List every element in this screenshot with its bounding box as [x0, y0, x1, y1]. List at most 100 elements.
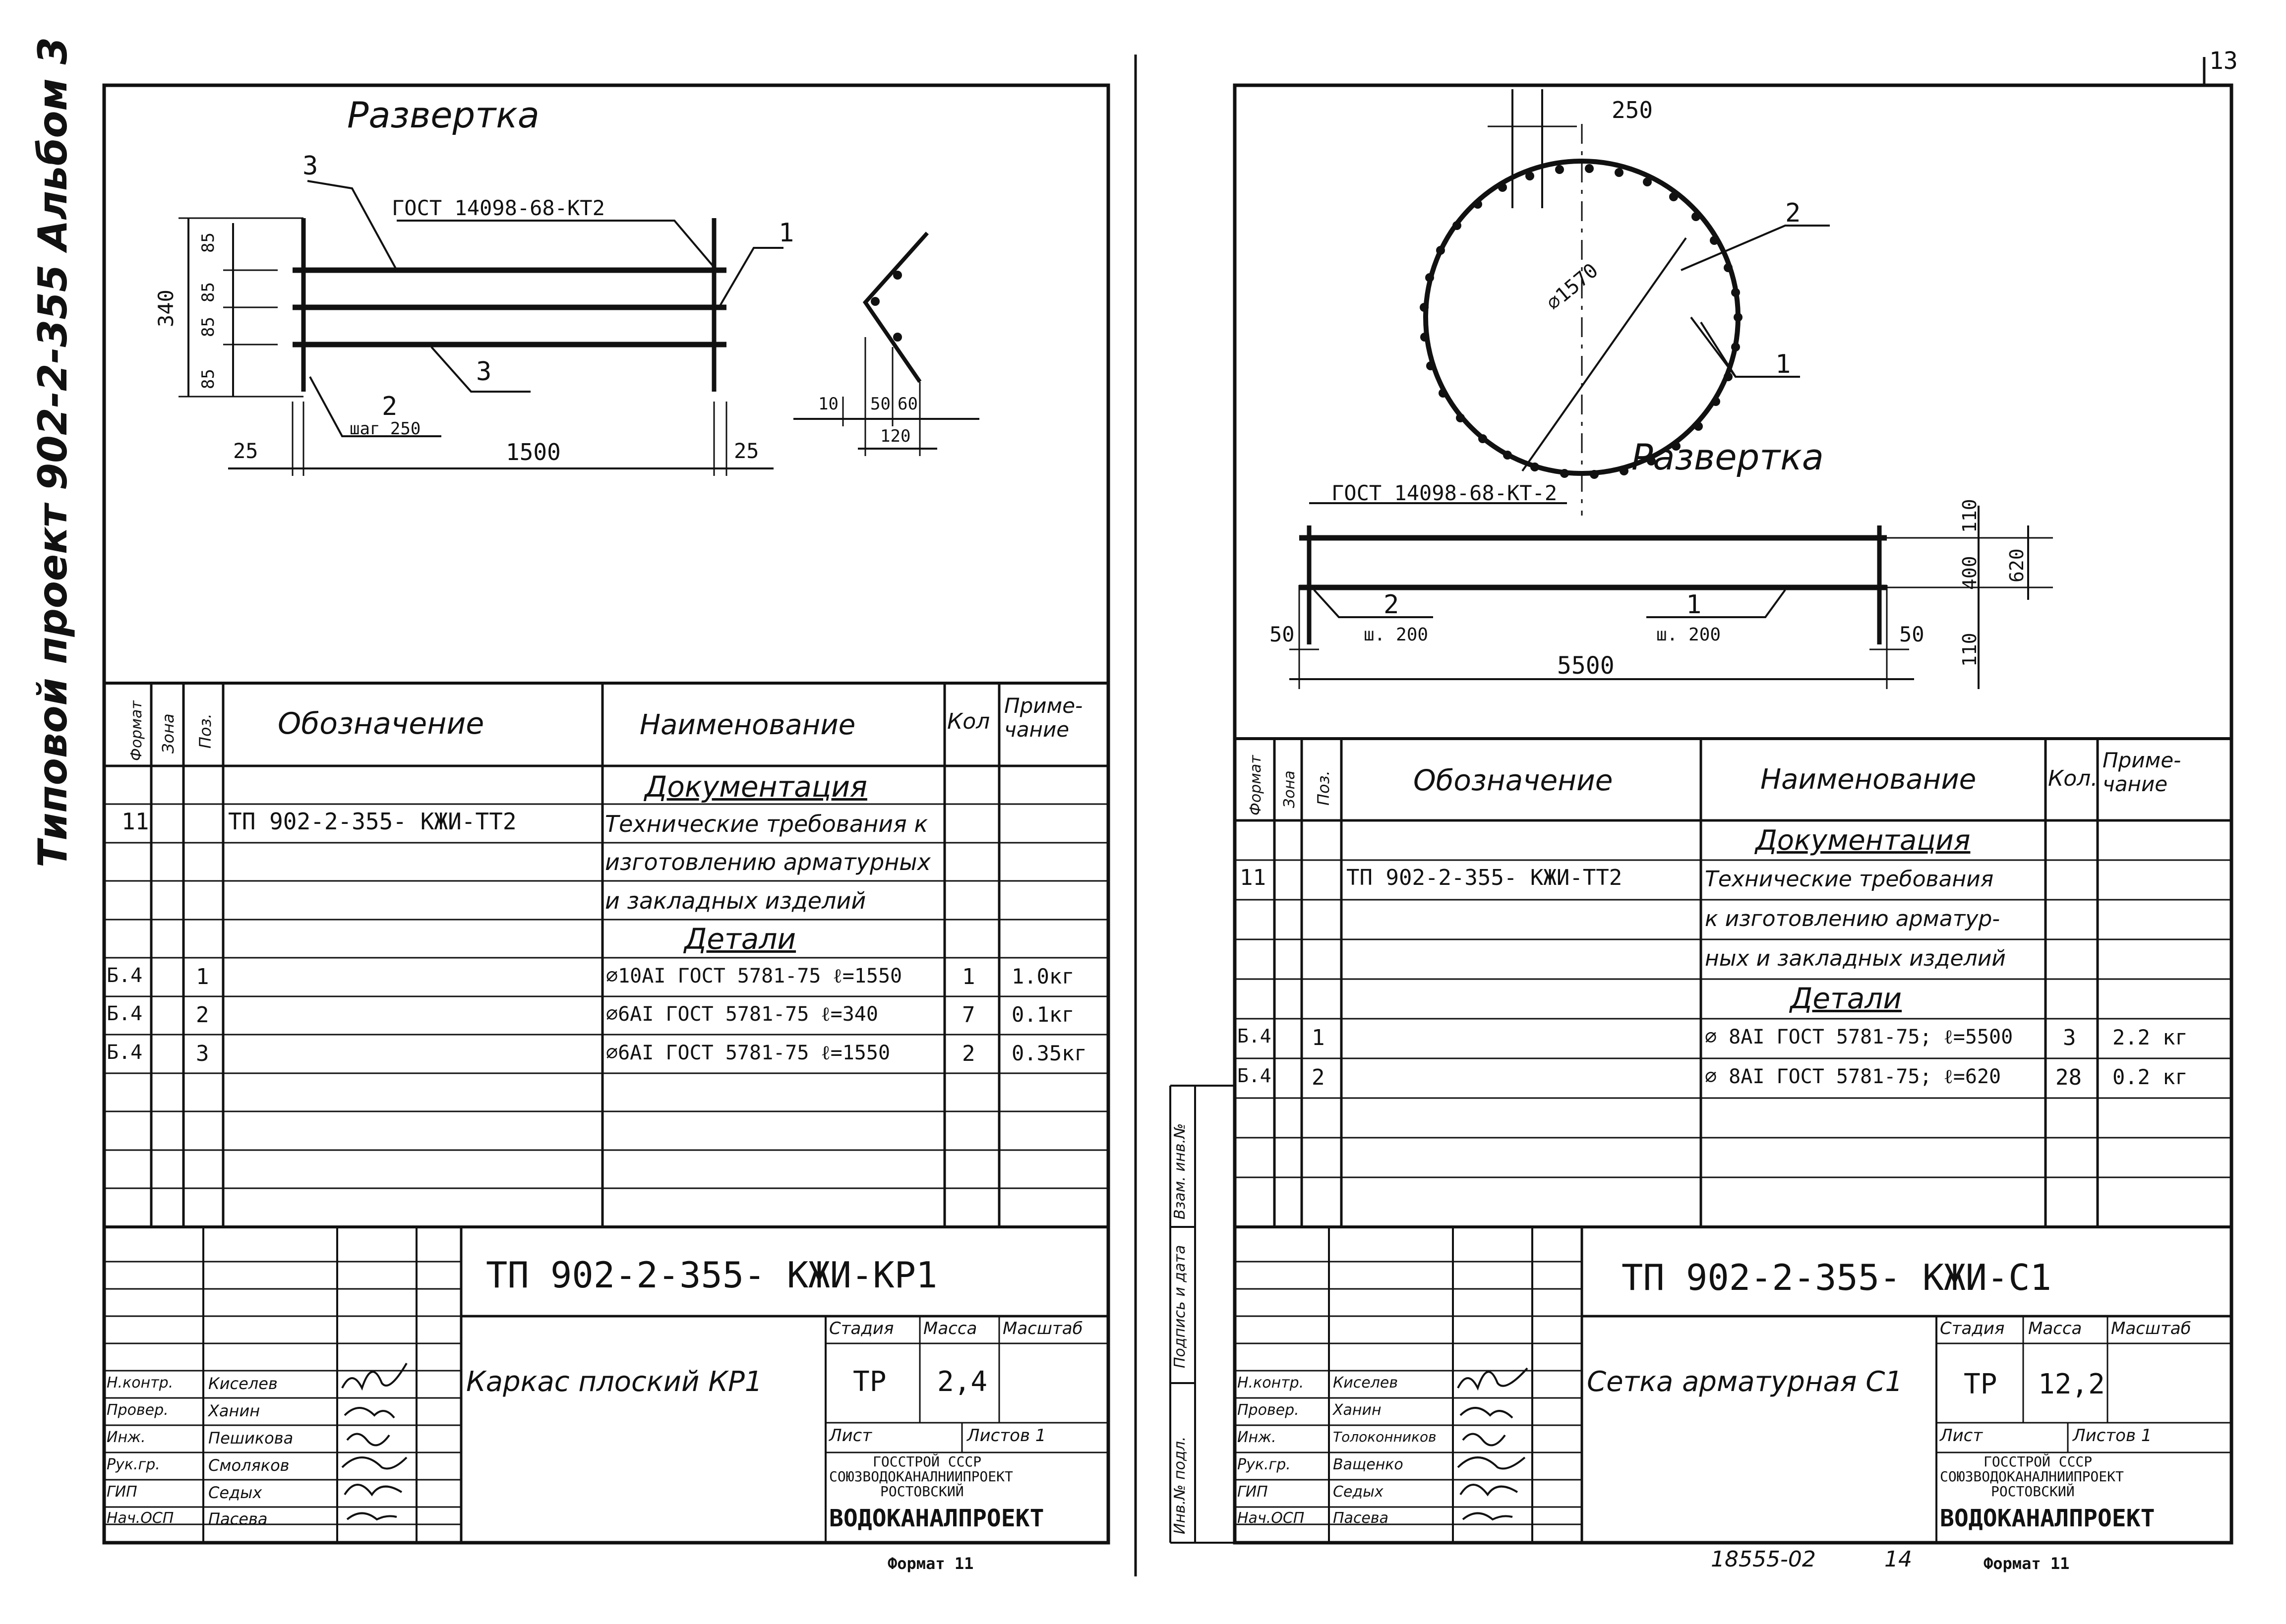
right-footer-page: 14 [1884, 1547, 1912, 1572]
left-pos3a-callout: 3 [302, 151, 318, 181]
right-org-2: СОЮЗВОДОКАНАЛНИИПРОЕКТ [1940, 1468, 2124, 1485]
left-sheet-frame [102, 83, 1110, 1545]
left-person-3: Пешикова [208, 1429, 294, 1448]
left-doc-name-2: изготовлению арматурных [605, 849, 931, 875]
left-detail1-format: Б.4 [107, 964, 143, 987]
right-person-4: Ващенко [1333, 1456, 1403, 1473]
right-sheet-label: Лист [1940, 1426, 1983, 1446]
right-header-format: Формат [1247, 755, 1264, 815]
left-detail2-qty: 7 [962, 1002, 975, 1028]
right-doc-name-2: к изготовлению арматур- [1705, 906, 2000, 931]
right-header-pos: Поз. [1314, 770, 1333, 806]
side-stamp-signature-date: Подпись и дата [1171, 1245, 1189, 1369]
right-spec-table-grid [1235, 737, 2231, 1228]
right-sheets-label: Листов 1 [2073, 1426, 2152, 1446]
right-header-designation: Обозначение [1413, 763, 1613, 797]
right-mesh-drawing [1289, 89, 2053, 689]
left-org-2: СОЮЗВОДОКАНАЛНИИПРОЕКТ [829, 1468, 1013, 1485]
right-detail2-pos: 2 [1312, 1065, 1325, 1090]
right-role-4: Рук.гр. [1237, 1456, 1291, 1473]
right-detail2-note: 0.2 кг [2112, 1065, 2188, 1089]
left-stage-label: Стадия [829, 1319, 894, 1338]
right-doc-code: ТП 902-2-355- КЖИ-С1 [1622, 1257, 2051, 1298]
left-dim-85b: 85 [198, 317, 218, 337]
right-detail1-format: Б.4 [1237, 1025, 1271, 1047]
left-person-2: Ханин [208, 1401, 260, 1420]
left-doc-title: Каркас плоский КР1 [466, 1366, 763, 1398]
left-role-5: ГИП [107, 1483, 137, 1501]
right-person-5: Седых [1333, 1483, 1384, 1501]
right-circle-pos1: 1 [1775, 349, 1791, 379]
left-detail3-note: 0.35кг [1012, 1041, 1087, 1065]
left-mass-label: Масса [923, 1319, 977, 1338]
right-dim-250: 250 [1612, 97, 1653, 123]
left-doc-code: ТП 902-2-355- КЖИ-КР1 [486, 1254, 938, 1296]
right-format-footer: Формат 11 [1984, 1554, 2070, 1573]
right-pos1-callout: 1 [1686, 590, 1702, 620]
right-detail1-qty: 3 [2063, 1025, 2076, 1050]
left-dim-85d: 85 [198, 232, 218, 253]
left-drawing-title: Развертка [347, 94, 540, 136]
left-section-details: Детали [684, 922, 796, 956]
left-dim-120: 120 [880, 426, 911, 446]
right-dim-50-left: 50 [1269, 622, 1295, 646]
right-header-qty: Кол. [2048, 766, 2098, 791]
right-doc-format: 11 [1240, 865, 1266, 890]
right-title-block-grid [1235, 1227, 2231, 1543]
left-header-designation: Обозначение [278, 706, 484, 741]
left-org-4: ВОДОКАНАЛПРОЕКТ [829, 1505, 1044, 1532]
left-detail3-qty: 2 [962, 1041, 975, 1066]
right-person-6: Пасева [1333, 1509, 1388, 1527]
left-header-pos: Поз. [196, 713, 215, 749]
left-dim-60: 60 [898, 394, 918, 414]
left-role-6: Нач.ОСП [107, 1509, 174, 1527]
left-org-1: ГОССТРОЙ СССР [873, 1453, 982, 1470]
right-org-1: ГОССТРОЙ СССР [1984, 1453, 2093, 1470]
right-role-5: ГИП [1237, 1483, 1268, 1501]
side-stamp-replaces: Взам. инв.№ [1171, 1123, 1189, 1219]
right-doc-designation: ТП 902-2-355- КЖИ-ТТ2 [1346, 865, 1623, 890]
left-section-documentation: Документация [645, 770, 867, 804]
left-title-block-grid [104, 1227, 1108, 1543]
right-doc-name-1: Технические требования [1705, 867, 1994, 892]
right-role-2: Провер. [1237, 1401, 1299, 1419]
left-stage-value: ТР [853, 1366, 887, 1398]
left-frame-drawing [179, 180, 979, 476]
left-pos1-callout: 1 [779, 218, 794, 248]
right-header-note: Приме- чание [2103, 748, 2181, 797]
left-dim-25-right: 25 [734, 439, 759, 463]
right-step1: ш. 200 [1656, 625, 1721, 645]
left-detail3-name: ⌀6АI ГОСТ 5781-75 ℓ=1550 [606, 1042, 891, 1064]
right-mass-label: Масса [2028, 1319, 2082, 1338]
left-dim-10: 10 [818, 394, 839, 414]
left-sheets-label: Листов 1 [967, 1426, 1046, 1446]
right-doc-title: Сетка арматурная С1 [1587, 1366, 1903, 1398]
left-role-4: Рук.гр. [107, 1456, 160, 1473]
left-dim-85a: 85 [198, 369, 218, 389]
left-detail2-pos: 2 [196, 1002, 209, 1028]
right-role-3: Инж. [1237, 1429, 1276, 1446]
right-person-3: Толоконников [1333, 1429, 1437, 1445]
left-detail3-format: Б.4 [107, 1041, 143, 1064]
right-dim-50-right: 50 [1899, 622, 1925, 646]
left-pos3b-callout: 3 [476, 357, 492, 387]
left-person-4: Смоляков [208, 1456, 290, 1475]
right-gost-callout: ГОСТ 14098-68-КТ-2 [1331, 481, 1558, 505]
right-doc-name-3: ных и закладных изделий [1705, 946, 2006, 971]
left-dim-1500: 1500 [506, 439, 561, 465]
left-person-1: Киселев [208, 1374, 278, 1393]
left-detail2-note: 0.1кг [1012, 1002, 1075, 1027]
right-section-documentation: Документация [1755, 824, 1971, 857]
right-step2: ш. 200 [1364, 625, 1429, 645]
right-dim-110b: 110 [1959, 633, 1981, 667]
right-header-zone: Зона [1281, 770, 1298, 808]
right-detail2-name: ⌀ 8АI ГОСТ 5781-75; ℓ=620 [1705, 1065, 2001, 1088]
left-header-qty: Кол [947, 709, 990, 734]
left-role-2: Провер. [107, 1401, 169, 1419]
left-mass-value: 2,4 [937, 1366, 988, 1398]
right-footer-code: 18555-02 [1711, 1547, 1816, 1572]
left-header-zone: Зона [159, 713, 178, 754]
right-detail2-format: Б.4 [1237, 1065, 1271, 1087]
left-doc-format: 11 [121, 808, 149, 835]
